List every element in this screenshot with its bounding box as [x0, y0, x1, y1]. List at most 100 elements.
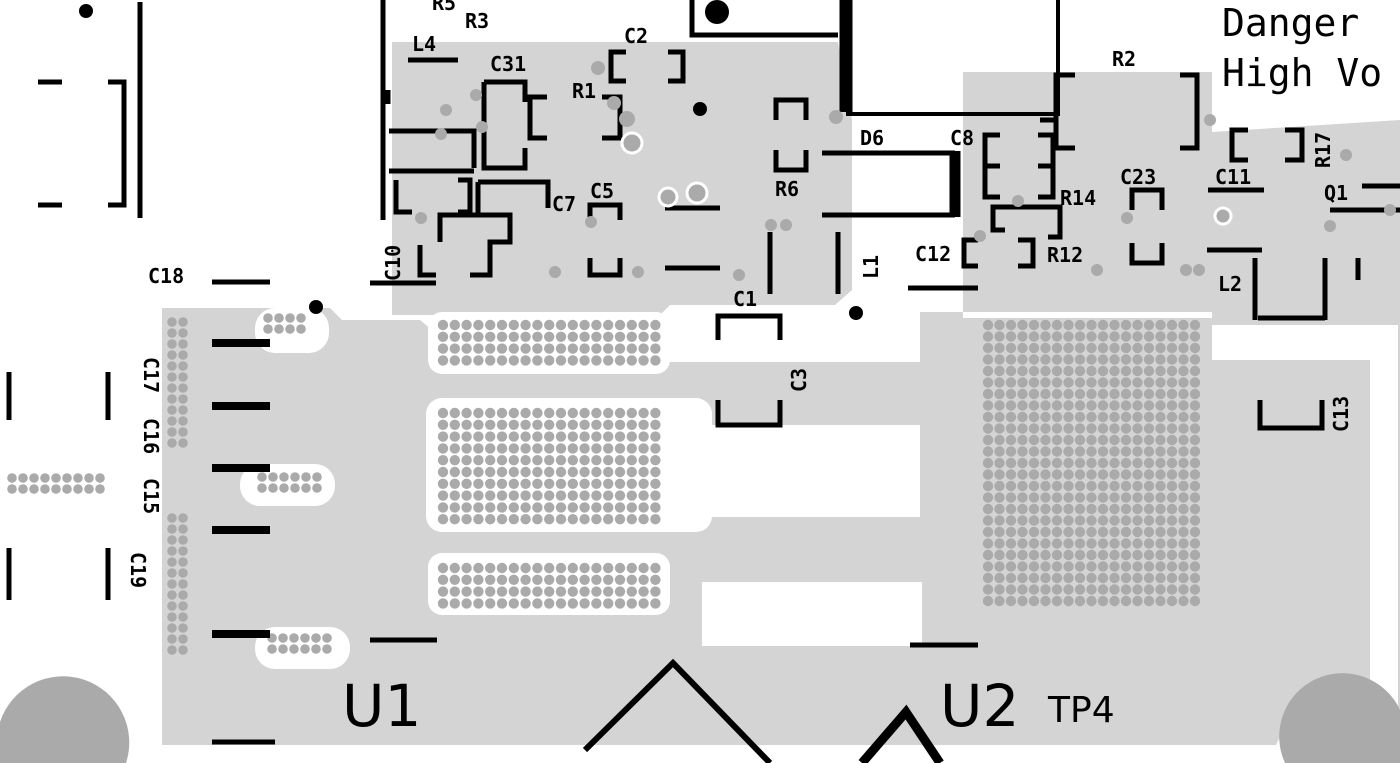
via	[508, 319, 519, 331]
via	[1040, 365, 1051, 377]
via	[1063, 411, 1074, 423]
via	[435, 128, 447, 140]
via	[1178, 319, 1189, 331]
label-l2: L2	[1218, 272, 1242, 296]
via	[1017, 595, 1028, 607]
via	[982, 503, 994, 515]
via	[1040, 595, 1051, 607]
via	[473, 562, 484, 574]
via	[1132, 388, 1143, 400]
silk-c8	[982, 132, 1056, 200]
via	[1143, 446, 1155, 457]
via	[1143, 515, 1155, 526]
via	[1178, 388, 1189, 400]
via	[982, 388, 994, 400]
via	[1109, 469, 1120, 480]
via	[1040, 377, 1051, 388]
via	[449, 443, 460, 454]
via	[1097, 572, 1109, 584]
via	[555, 431, 567, 442]
via	[614, 355, 626, 366]
via	[1189, 469, 1201, 480]
via	[603, 466, 614, 478]
via	[496, 319, 508, 331]
via	[532, 343, 543, 354]
via	[1189, 561, 1201, 572]
via	[29, 473, 39, 483]
via	[485, 331, 496, 342]
via	[437, 478, 449, 489]
via	[532, 455, 543, 466]
via	[1189, 365, 1201, 377]
via	[1051, 572, 1063, 584]
via	[982, 423, 994, 434]
silk-c23	[1129, 187, 1165, 266]
via	[1086, 549, 1097, 561]
via	[1178, 584, 1189, 595]
via	[626, 586, 637, 597]
via	[1155, 584, 1166, 595]
label-tp4: TP4	[1047, 690, 1115, 731]
via	[473, 598, 484, 609]
via	[473, 490, 484, 501]
via	[1109, 319, 1120, 331]
via	[603, 343, 614, 354]
via	[1017, 572, 1028, 584]
via	[167, 405, 177, 415]
via	[496, 355, 508, 366]
via	[1028, 526, 1040, 538]
via	[178, 416, 188, 426]
via	[1040, 584, 1051, 595]
via	[591, 514, 602, 525]
via	[1155, 377, 1166, 388]
via	[437, 502, 449, 513]
via	[591, 598, 602, 609]
via	[585, 216, 597, 228]
via	[1166, 538, 1178, 549]
via	[1166, 561, 1178, 572]
via	[1178, 526, 1189, 538]
via	[437, 343, 449, 354]
via	[1189, 388, 1201, 400]
via	[1005, 572, 1017, 584]
via	[632, 266, 644, 278]
label-r2: R2	[1112, 47, 1136, 71]
via	[1155, 365, 1166, 377]
via	[1166, 342, 1178, 354]
via	[994, 584, 1005, 595]
via	[567, 598, 578, 609]
via	[650, 331, 661, 342]
via	[1178, 400, 1189, 411]
via	[1005, 319, 1017, 331]
via	[1189, 584, 1201, 595]
via	[1040, 549, 1051, 561]
via	[1086, 492, 1097, 503]
via	[994, 480, 1005, 492]
via	[1193, 264, 1205, 276]
via	[485, 562, 496, 574]
via	[549, 266, 561, 278]
via	[1040, 538, 1051, 549]
via	[520, 466, 531, 478]
via	[982, 400, 994, 411]
via	[1132, 492, 1143, 503]
via	[496, 455, 508, 466]
via	[520, 331, 531, 342]
via	[1120, 572, 1132, 584]
via	[994, 515, 1005, 526]
via	[461, 502, 472, 513]
via	[614, 514, 626, 525]
via	[1028, 400, 1040, 411]
via	[461, 455, 472, 466]
via	[638, 502, 649, 513]
via	[532, 598, 543, 609]
via	[290, 483, 300, 493]
label-d6: D6	[860, 126, 884, 150]
via	[178, 339, 188, 349]
via	[1005, 423, 1017, 434]
via	[1040, 354, 1051, 365]
via	[1051, 595, 1063, 607]
via	[485, 431, 496, 442]
via	[437, 466, 449, 478]
via	[1178, 480, 1189, 492]
